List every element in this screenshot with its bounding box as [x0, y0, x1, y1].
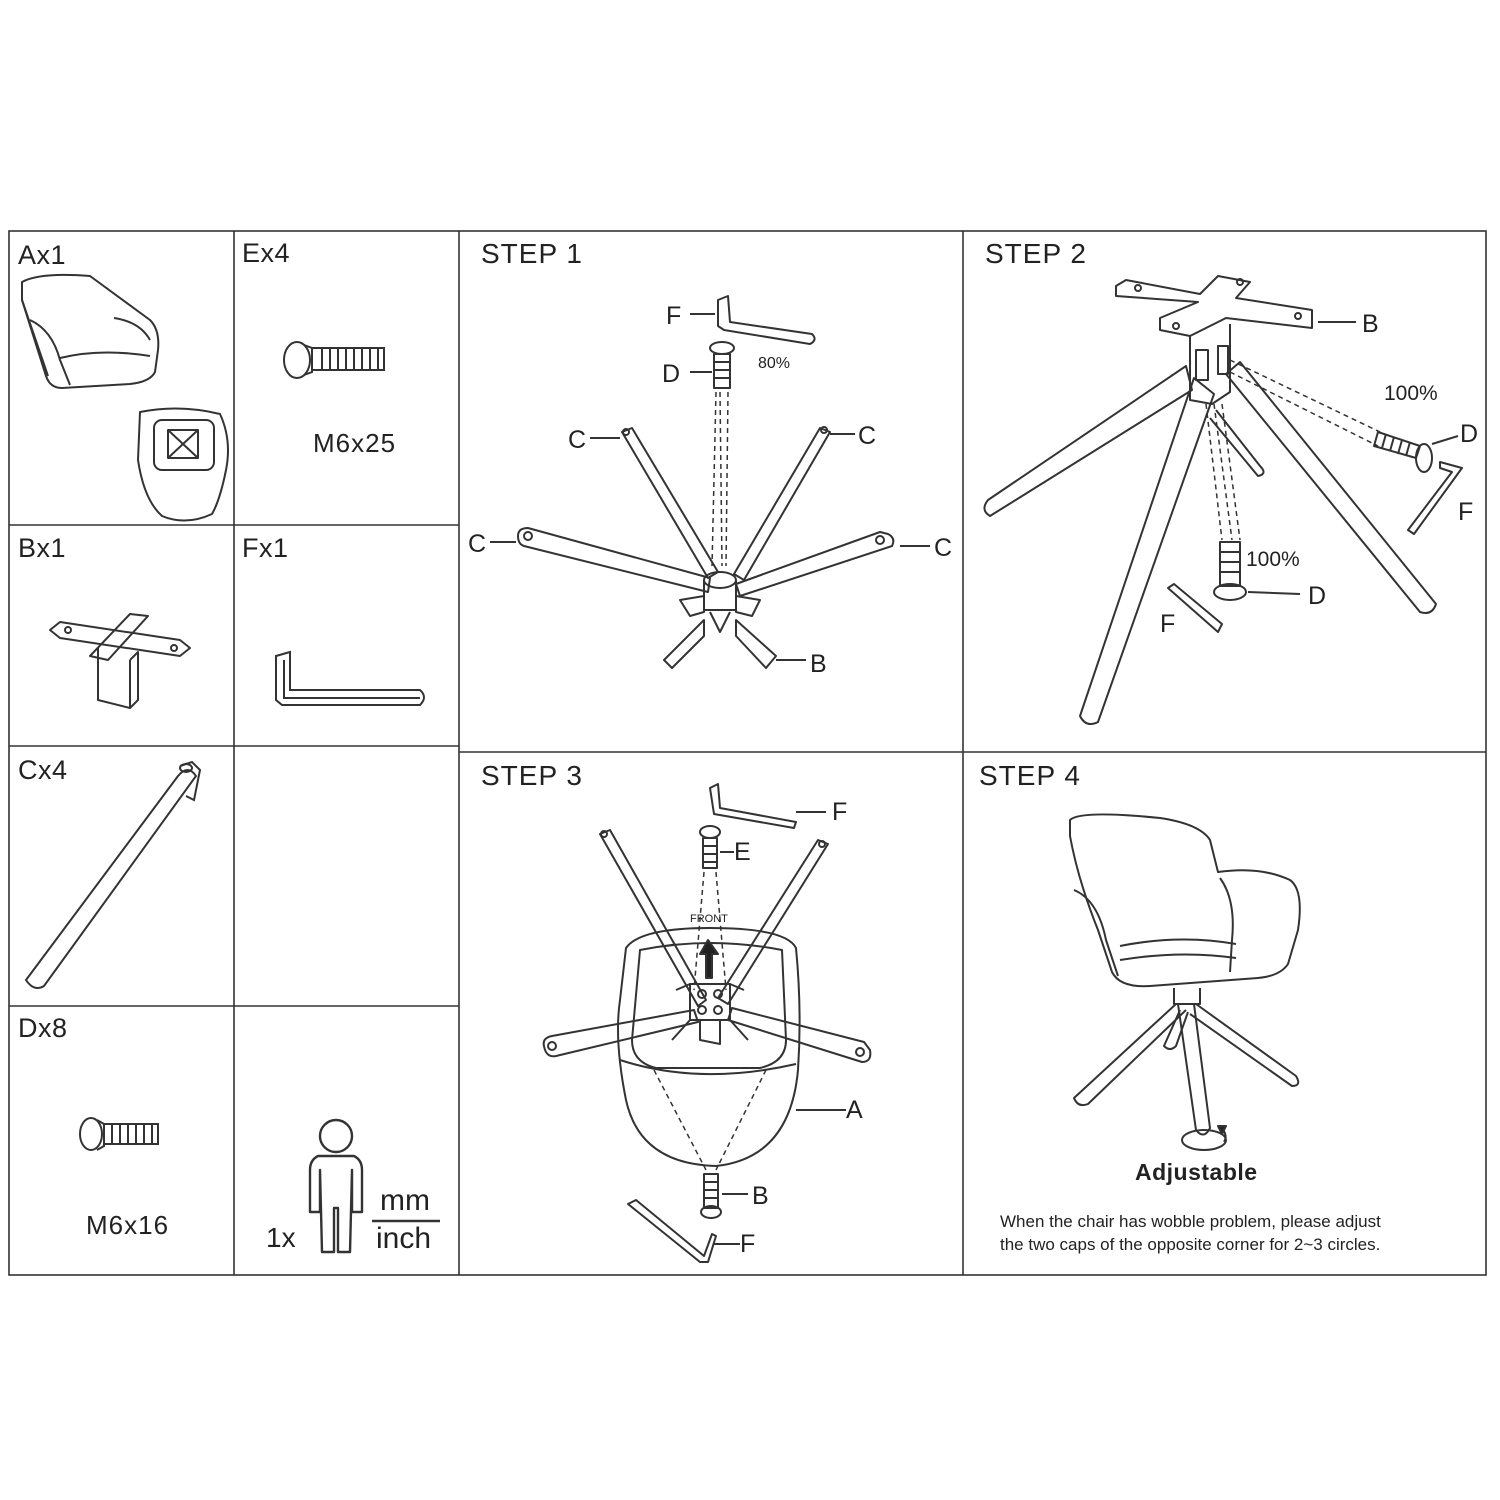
part-f-hex-key-icon [275, 650, 425, 706]
step3-drawing [542, 783, 872, 1263]
step2-callout-f2: F [1160, 610, 1175, 638]
part-d-label: Dx8 [18, 1013, 68, 1043]
part-e-spec: M6x25 [313, 428, 397, 458]
part-d-spec: M6x16 [86, 1210, 170, 1240]
step2-drawing [983, 275, 1463, 725]
unit-mm: mm [380, 1184, 430, 1217]
grid-frame [8, 230, 1487, 1276]
part-c-label: Cx4 [18, 755, 68, 785]
unit-inch: inch [376, 1222, 432, 1255]
part-f-label: Fx1 [242, 533, 289, 563]
part-c-leg-icon [24, 760, 202, 989]
step4-title: STEP 4 [979, 760, 1081, 791]
step3-front-label: FRONT [690, 913, 728, 925]
part-e-screw-icon [283, 341, 385, 379]
person-count: 1x [266, 1222, 296, 1253]
step3-callout-f2: F [740, 1230, 755, 1258]
step3-callout-f1: F [832, 798, 847, 826]
step1-callout-f: F [666, 302, 681, 330]
part-a-chair-icon [21, 273, 229, 522]
step3-callout-a: A [846, 1096, 863, 1124]
part-b-label: Bx1 [18, 533, 67, 563]
step1-callout-c2: C [858, 422, 876, 450]
person-icon [308, 1118, 440, 1254]
step2-percent-1: 100% [1384, 382, 1438, 405]
adjustable-label: Adjustable [1135, 1159, 1258, 1185]
step2-callout-f1: F [1458, 498, 1473, 526]
step4-drawing [1069, 813, 1301, 1151]
step3-callout-b: B [752, 1182, 769, 1210]
step2-callout-b: B [1362, 310, 1379, 338]
part-a-label: Ax1 [18, 240, 67, 270]
step1-callout-b: B [810, 650, 827, 678]
part-b-base-icon [49, 613, 191, 709]
step1-callout-d: D [662, 360, 680, 388]
step2-callout-d1: D [1460, 420, 1478, 448]
step1-callout-c4: C [934, 534, 952, 562]
step1-callout-c1: C [568, 426, 586, 454]
step1-percent: 80% [758, 355, 790, 372]
step2-percent-2: 100% [1246, 548, 1300, 571]
part-d-screw-icon [79, 1117, 159, 1151]
step2-callout-d2: D [1308, 582, 1326, 610]
step2-title: STEP 2 [985, 238, 1087, 269]
step1-title: STEP 1 [481, 238, 583, 269]
step3-title: STEP 3 [481, 760, 583, 791]
step3-callout-e: E [734, 838, 751, 866]
wobble-note-line1: When the chair has wobble problem, pleas… [1000, 1212, 1381, 1231]
step1-callout-c3: C [468, 530, 486, 558]
step1-drawing [490, 295, 930, 669]
part-e-label: Ex4 [242, 238, 291, 268]
wobble-note-line2: the two caps of the opposite corner for … [1000, 1235, 1381, 1254]
